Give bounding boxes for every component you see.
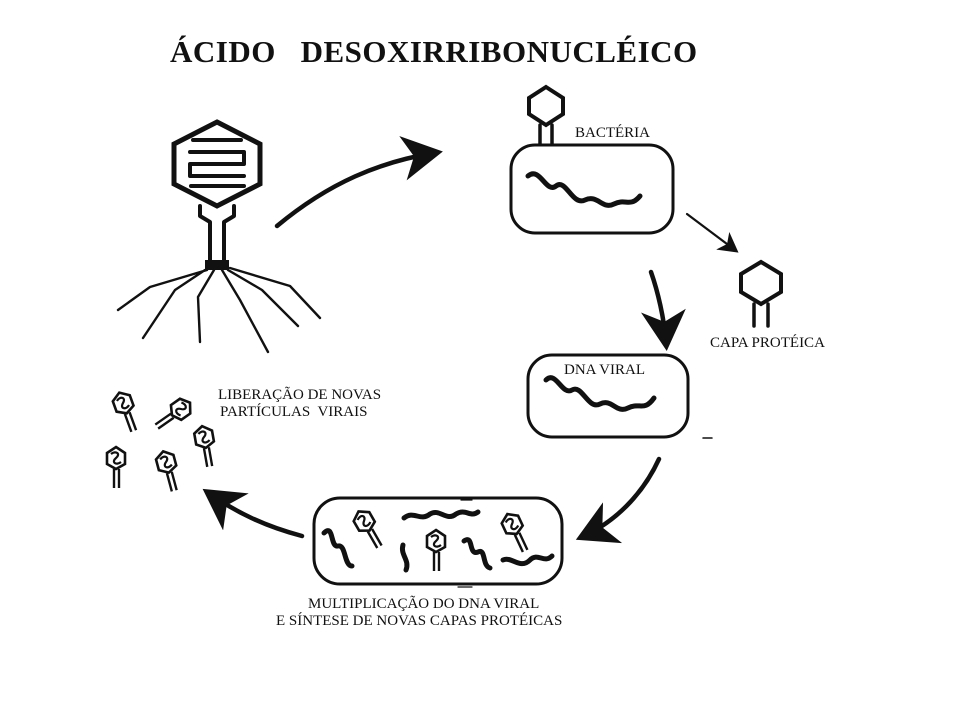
label-release-line1: LIBERAÇÃO DE NOVAS xyxy=(218,387,381,403)
label-multiplication-line1: MULTIPLICAÇÃO DO DNA VIRAL xyxy=(308,596,539,612)
virus-particle-icon xyxy=(149,394,197,435)
dna-strand-icon xyxy=(543,375,657,412)
attached-phage-icon xyxy=(527,84,565,148)
cycle-arrow-icon xyxy=(685,212,739,253)
cycle-arrow-icon xyxy=(274,135,443,229)
bacteriophage-icon xyxy=(116,119,322,354)
dna-strand-icon xyxy=(321,509,555,573)
label-viral-dna: DNA VIRAL xyxy=(564,362,645,378)
virus-particle-icon xyxy=(153,447,184,495)
empty-capsid-icon xyxy=(739,259,783,328)
label-release-line2: PARTÍCULAS VIRAIS xyxy=(220,403,367,420)
label-bacteria: BACTÉRIA xyxy=(575,124,650,141)
label-multiplication-line2: E SÍNTESE DE NOVAS CAPAS PROTÉICAS xyxy=(276,612,562,629)
bacterium-cell-icon xyxy=(509,143,675,235)
cycle-arrow-icon xyxy=(202,488,305,539)
diagram-title: ÁCIDO DESOXIRRIBONUCLÉICO xyxy=(170,34,698,69)
cycle-arrow-icon xyxy=(640,269,686,351)
virus-particle-icon xyxy=(105,445,127,490)
virus-particle-icon xyxy=(191,423,220,470)
infected-cell-icon xyxy=(526,353,690,439)
dna-strand-icon xyxy=(525,171,643,208)
virus-particle-icon xyxy=(109,388,144,436)
cycle-arrow-icon xyxy=(575,456,662,544)
label-capsid: CAPA PROTÉICA xyxy=(710,334,825,351)
